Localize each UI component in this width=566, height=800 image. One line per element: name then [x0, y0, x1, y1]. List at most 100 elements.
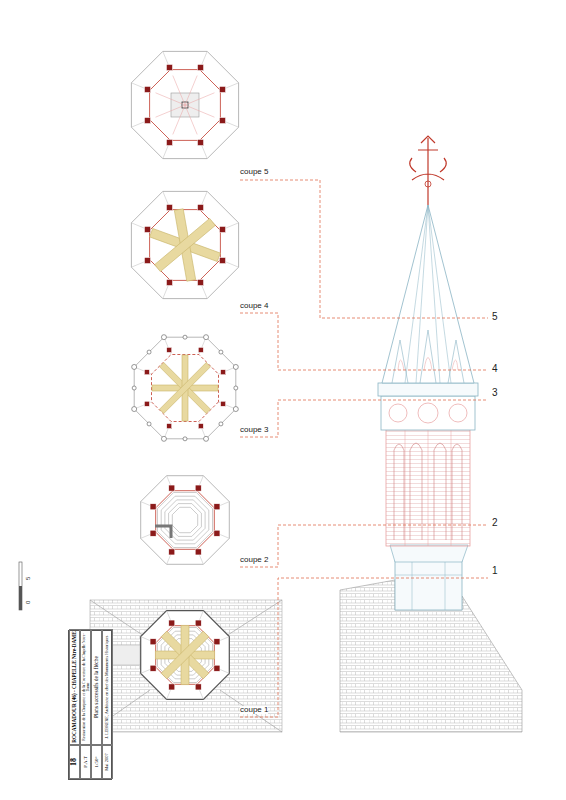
post: [167, 424, 172, 429]
plan-stroke: [233, 364, 238, 369]
title-cell: 1/50°: [91, 745, 102, 779]
section-label: coupe 4: [240, 302, 268, 310]
plan-stroke: [150, 70, 221, 141]
post: [166, 280, 172, 286]
callout-number: 1: [492, 566, 498, 576]
title-cell: J. LEBRERE, Architecte en chef des Monum…: [102, 629, 113, 745]
plan-stroke: [185, 105, 197, 134]
title-cell: 18: [69, 745, 80, 779]
callout-number: 5: [492, 312, 498, 322]
post: [144, 401, 149, 406]
plan-stroke: [147, 350, 151, 354]
plan-stroke: [147, 422, 151, 426]
plan-outline: [131, 191, 238, 298]
plan-stroke: [183, 437, 187, 441]
plan-stroke: [152, 355, 219, 422]
plan-stroke: [132, 386, 136, 390]
plan-outline: [131, 51, 238, 158]
post: [150, 504, 156, 510]
post: [144, 258, 150, 264]
plan-stroke: [161, 436, 166, 441]
beam: [155, 218, 216, 271]
plan-stroke: [156, 626, 215, 685]
post: [220, 118, 226, 124]
plan-stroke: [155, 526, 171, 538]
plan-stroke: [161, 496, 209, 544]
plan-stroke: [199, 337, 206, 354]
section-label: coupe 3: [240, 426, 268, 434]
plan-outline: [141, 476, 230, 565]
title-text: Plans successifs de la flèche: [94, 656, 100, 718]
plan-stroke: [161, 335, 166, 340]
post: [195, 485, 201, 491]
plan-stroke: [173, 76, 185, 105]
title-text: 18: [70, 758, 78, 766]
post: [150, 639, 156, 645]
beam: [161, 631, 209, 679]
plan-stroke: [132, 364, 137, 369]
section-label: coupe 2: [240, 556, 268, 564]
title-cell: P.A.T: [80, 745, 91, 779]
plan-stroke: [219, 367, 236, 374]
plan-stroke: [183, 335, 187, 339]
post: [150, 530, 156, 536]
post: [144, 86, 150, 92]
post: [169, 485, 175, 491]
section-label: coupe 1: [240, 706, 268, 714]
post: [195, 620, 201, 626]
post: [214, 639, 220, 645]
plan-stroke: [134, 402, 151, 409]
plan-stroke: [164, 422, 171, 439]
title-text: ROCAMADOUR (46) - CHAPELLE Ntre-DAME: [72, 631, 77, 743]
scale-label: 5: [25, 577, 31, 580]
title-cell: Mai 2007: [102, 745, 113, 779]
title-text: P.A.T: [83, 756, 88, 767]
plan-stroke: [204, 436, 209, 441]
post: [144, 226, 150, 232]
title-text: J. LEBRERE, Architecte en chef des Monum…: [105, 636, 109, 739]
post: [198, 424, 203, 429]
plan-outline: [134, 337, 236, 439]
plan-stroke: [132, 407, 137, 412]
title-block: ROCAMADOUR (46) - CHAPELLE Ntre-DAMERest…: [68, 630, 112, 780]
post: [150, 665, 156, 671]
plan-stroke: [234, 386, 238, 390]
title-cell: Restauration de la Charpente et de la Co…: [80, 629, 91, 745]
plan-stroke: [204, 335, 209, 340]
post: [169, 549, 175, 555]
post: [144, 118, 150, 124]
callout-number: 4: [492, 364, 498, 374]
plan-stroke: [233, 407, 238, 412]
section-label: coupe 5: [240, 168, 268, 176]
plan-stroke: [134, 367, 151, 374]
post: [169, 684, 175, 690]
plan-stroke: [150, 210, 221, 281]
title-text: Mai 2007: [105, 753, 110, 770]
title-text: 1/50°: [94, 757, 99, 768]
post: [198, 347, 203, 352]
beam: [160, 363, 211, 414]
title-cell: Plans successifs de la flèche: [91, 629, 102, 745]
plan-stroke: [164, 337, 171, 354]
plan-stroke: [219, 422, 223, 426]
plan-stroke: [185, 93, 214, 105]
plan-stroke: [156, 105, 185, 117]
plan-stroke: [158, 493, 213, 548]
post: [214, 530, 220, 536]
post: [220, 86, 226, 92]
post: [221, 401, 226, 406]
plan-stroke: [219, 402, 236, 409]
post: [144, 370, 149, 375]
scale-label: 0: [25, 601, 31, 604]
callout-number: 3: [492, 388, 498, 398]
callout-number: 2: [492, 518, 498, 528]
post: [220, 258, 226, 264]
post: [198, 64, 204, 70]
plan-stroke: [169, 504, 202, 537]
post: [195, 549, 201, 555]
post: [166, 204, 172, 210]
post: [169, 620, 175, 626]
post: [198, 140, 204, 146]
post: [167, 347, 172, 352]
